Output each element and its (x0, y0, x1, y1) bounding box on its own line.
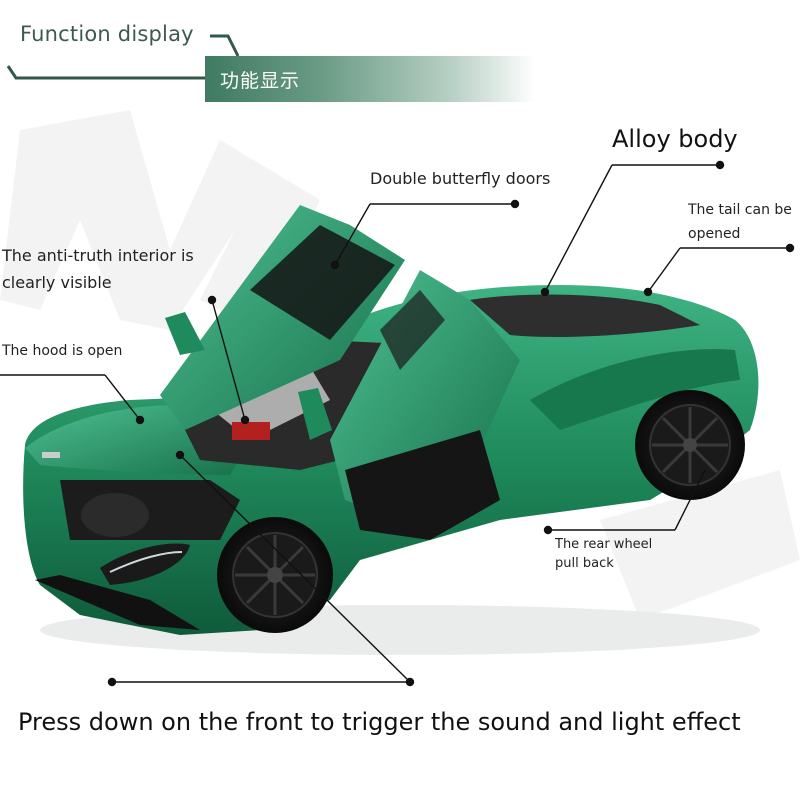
label-rear-wheel-line-1: The rear wheel (555, 537, 653, 552)
label-double-doors: Double butterfly doors (370, 169, 551, 188)
footer-caption: Press down on the front to trigger the s… (18, 708, 741, 736)
header-frame (6, 34, 240, 80)
label-alloy-body: Alloy body (612, 125, 738, 153)
label-interior: The anti-truth interior is clearly visib… (2, 242, 194, 296)
label-tail-line-1: The tail can be (688, 202, 792, 218)
label-rear-wheel-line-2: pull back (555, 556, 614, 571)
header-band (205, 56, 535, 102)
label-interior-line-2: clearly visible (2, 273, 112, 292)
header-title: Function display (20, 22, 194, 46)
label-tail-line-2: opened (688, 226, 741, 242)
label-tail: The tail can be opened (688, 200, 798, 244)
label-rear-wheel: The rear wheel pull back (555, 535, 652, 573)
header-subtitle: 功能显示 (220, 70, 301, 92)
watermark (0, 110, 800, 620)
label-interior-line-1: The anti-truth interior is (2, 246, 194, 265)
label-hood: The hood is open (2, 343, 123, 359)
